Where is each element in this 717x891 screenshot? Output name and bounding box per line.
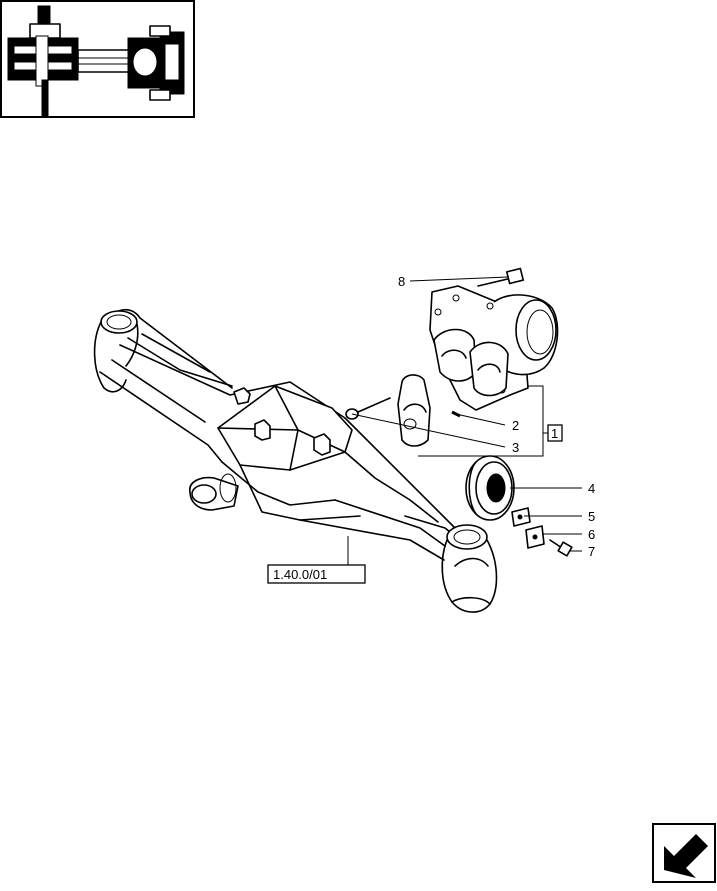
callout-2: 2 [512, 418, 519, 433]
callout-7: 7 [588, 544, 595, 559]
gear-4 [465, 455, 515, 521]
group-label-box: 1 [547, 424, 563, 442]
washer-5 [511, 507, 531, 527]
group-label: 1 [551, 426, 558, 441]
callout-5: 5 [588, 509, 595, 524]
callout-3: 3 [512, 440, 519, 455]
bolt-8 [477, 267, 525, 287]
bearing-cap [397, 374, 431, 447]
callout-8: 8 [398, 274, 405, 289]
axle-housing [93, 308, 498, 613]
bolt-7 [549, 539, 573, 557]
next-page-arrow-icon[interactable] [652, 823, 716, 883]
callout-6: 6 [588, 527, 595, 542]
reference-link[interactable]: 1.40.0/01 [267, 564, 366, 584]
axle-support-bracket [429, 285, 559, 411]
callout-4: 4 [588, 481, 595, 496]
leader-lines [347, 276, 582, 567]
plate-6 [525, 525, 545, 549]
reference-label: 1.40.0/01 [273, 567, 327, 582]
axle-thumbnail-icon[interactable] [0, 0, 195, 118]
bolt-3 [345, 397, 391, 420]
